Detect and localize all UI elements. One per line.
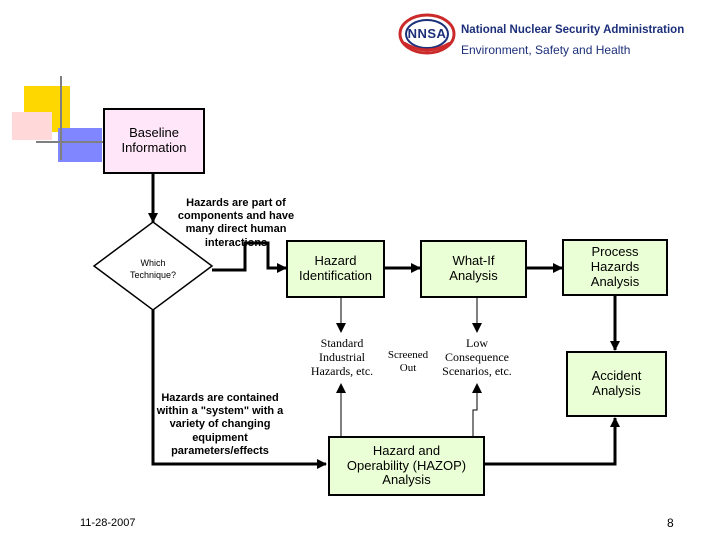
process-hazards-analysis-label: Process Hazards Analysis bbox=[590, 244, 640, 289]
what-if-analysis-box: What-If Analysis bbox=[420, 240, 527, 298]
nnsa-logo: NNSA bbox=[398, 13, 456, 55]
standard-industrial-label: Standard Industrial Hazards, etc. bbox=[310, 336, 374, 378]
baseline-information-label: Baseline Information bbox=[121, 125, 187, 155]
decision-diamond-shape bbox=[92, 221, 214, 311]
baseline-information-box: Baseline Information bbox=[103, 108, 205, 174]
low-consequence-label: Low Consequence Scenarios, etc. bbox=[442, 336, 512, 378]
standard-industrial-box: Standard Industrial Hazards, etc. bbox=[303, 333, 381, 383]
header-subtitle: Environment, Safety and Health bbox=[461, 43, 631, 57]
accident-analysis-box: Accident Analysis bbox=[566, 351, 667, 417]
accident-analysis-label: Accident Analysis bbox=[591, 368, 642, 398]
hazop-analysis-label: Hazard and Operability (HAZOP) Analysis bbox=[346, 442, 467, 488]
annotation-hazards-contained: Hazards are contained within a "system" … bbox=[156, 392, 284, 457]
low-consequence-box: Low Consequence Scenarios, etc. bbox=[437, 333, 517, 383]
hazard-identification-label: Hazard Identification bbox=[299, 253, 372, 283]
what-if-analysis-label: What-If Analysis bbox=[449, 253, 498, 283]
logo-text: NNSA bbox=[407, 26, 447, 41]
hazard-identification-box: Hazard Identification bbox=[286, 240, 385, 298]
hazop-analysis-box: Hazard and Operability (HAZOP) Analysis bbox=[328, 436, 485, 496]
corner-pink-square bbox=[12, 112, 52, 140]
corner-horizontal-line bbox=[36, 141, 104, 143]
footer-date: 11-28-2007 bbox=[80, 517, 136, 529]
org-name: National Nuclear Security Administration bbox=[461, 24, 685, 36]
page-number: 8 bbox=[667, 516, 674, 530]
annotation-hazards-part-of: Hazards are part of components and have … bbox=[177, 197, 295, 249]
corner-blue-square bbox=[58, 128, 102, 162]
corner-vertical-line bbox=[60, 76, 62, 160]
process-hazards-analysis-box: Process Hazards Analysis bbox=[562, 239, 668, 296]
which-technique-label: Which Technique? bbox=[129, 258, 177, 280]
screened-out-label: Screened Out bbox=[387, 349, 429, 374]
